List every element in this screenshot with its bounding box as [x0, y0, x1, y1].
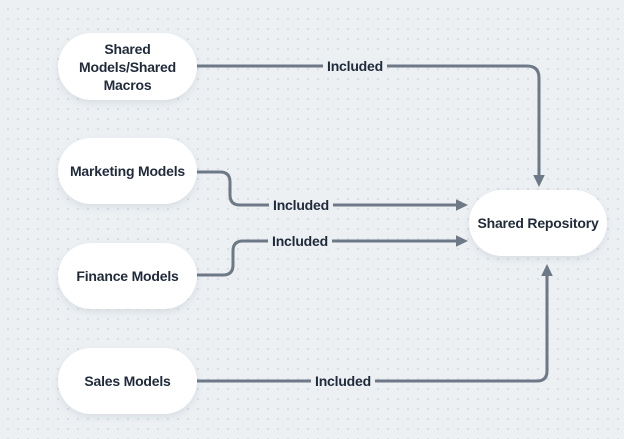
node-shared-repository: Shared Repository: [469, 190, 607, 256]
edge-label-included-shared-models: Included: [323, 58, 387, 74]
edge-label-included-sales: Included: [311, 373, 375, 389]
arrowhead-right-icon: [456, 199, 468, 211]
node-shared-models: Shared Models/Shared Macros: [58, 33, 197, 100]
edge-sales-to-repository: [195, 274, 549, 383]
edge-label-included-marketing: Included: [269, 197, 333, 213]
arrowhead-right-icon: [456, 235, 468, 247]
edge-shared-models-to-repository: [195, 64, 541, 178]
node-finance-models: Finance Models: [58, 243, 197, 309]
arrowhead-up-icon: [541, 264, 553, 276]
arrowhead-down-icon: [533, 175, 545, 187]
node-marketing-models: Marketing Models: [58, 138, 197, 204]
edge-label-included-finance: Included: [268, 233, 332, 249]
node-sales-models: Sales Models: [58, 348, 197, 414]
